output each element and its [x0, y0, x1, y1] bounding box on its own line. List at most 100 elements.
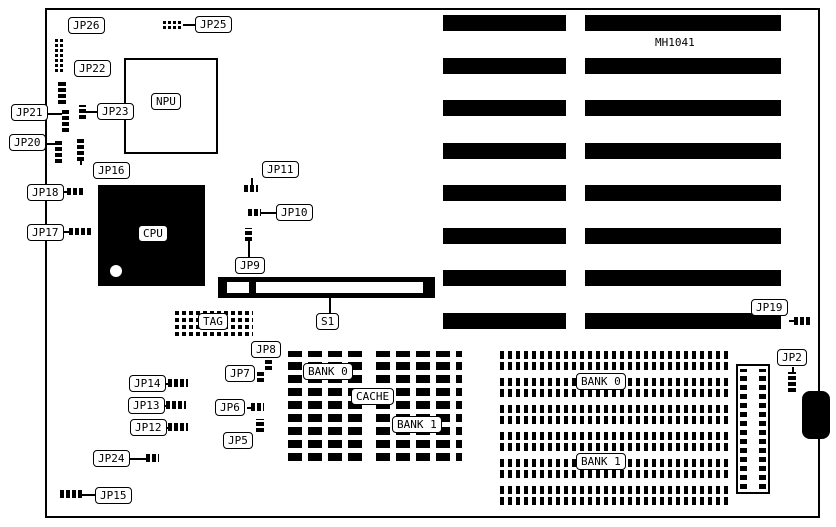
isa-slot-segment: [443, 313, 566, 329]
label-jp9: JP9: [235, 257, 265, 274]
isa-slot-segment: [443, 143, 566, 159]
dip-pin-column-right: [759, 369, 766, 489]
jumper-jp26: [55, 38, 65, 72]
label-jp18: JP18: [27, 184, 64, 201]
isa-slot-segment: [443, 58, 566, 74]
simm-socket: [500, 430, 730, 451]
isa-slot-segment: [585, 100, 781, 116]
leader-jp25: [183, 24, 195, 26]
isa-slot-segment: [585, 15, 781, 31]
label-jp21: JP21: [11, 104, 48, 121]
isa-slot-segment: [443, 228, 566, 244]
isa-slot-segment: [585, 185, 781, 201]
leader-jp10: [261, 212, 276, 214]
label-jp14: JP14: [129, 375, 166, 392]
leader-jp6: [247, 407, 253, 409]
label-jp2: JP2: [777, 349, 807, 366]
dip-pin-column-left: [740, 369, 747, 489]
leader-jp20: [43, 143, 55, 145]
label-jp16: JP16: [93, 162, 130, 179]
jumper-jp19: [794, 317, 810, 325]
jumper-jp5: [256, 419, 264, 432]
jumper-jp8: [265, 357, 272, 370]
isa-slot-segment: [443, 15, 566, 31]
label-jp25: JP25: [195, 16, 232, 33]
leader-jp2: [792, 367, 794, 373]
board-model-text: MH1041: [655, 36, 695, 49]
s1-key-notch: [227, 282, 249, 293]
isa-slot-segment: [443, 185, 566, 201]
cache-chip-group-right: [376, 351, 462, 461]
jumper-jp22: [58, 80, 66, 104]
label-jp7: JP7: [225, 365, 255, 382]
jumper-jp14: [168, 379, 188, 387]
leader-jp21: [45, 113, 62, 115]
leader-jp9: [248, 241, 250, 257]
isa-slot-segment: [585, 228, 781, 244]
label-jp11: JP11: [262, 161, 299, 178]
keyboard-connector: [802, 391, 830, 439]
simm-socket: [500, 484, 730, 505]
jumper-jp15: [60, 490, 82, 498]
jumper-jp12: [168, 423, 188, 431]
label-jp6: JP6: [215, 399, 245, 416]
label-jp23: JP23: [97, 103, 134, 120]
jumper-jp24: [146, 454, 159, 462]
s1-label: S1: [316, 313, 340, 330]
leader-jp11: [251, 178, 253, 186]
jumper-jp11: [244, 185, 258, 192]
leader-jp24: [128, 458, 146, 460]
dip-chip: [736, 364, 770, 494]
jumper-jp20: [55, 139, 62, 163]
label-jp13: JP13: [128, 397, 165, 414]
cache-bank0-label: BANK 0: [303, 363, 353, 380]
label-jp24: JP24: [93, 450, 130, 467]
leader-jp12: [165, 427, 170, 429]
isa-slot-segment: [585, 313, 781, 329]
label-jp8: JP8: [251, 341, 281, 358]
isa-slot-segment: [443, 100, 566, 116]
memory-bank1-label: BANK 1: [576, 453, 626, 470]
memory-bank0-label: BANK 0: [576, 373, 626, 390]
leader-jp16: [80, 160, 82, 165]
leader-jp19: [789, 320, 797, 322]
leader-jp15: [82, 494, 95, 496]
tag-label: TAG: [198, 313, 228, 330]
label-jp26: JP26: [68, 17, 105, 34]
jumper-jp18: [67, 188, 83, 195]
leader-jp13: [163, 405, 168, 407]
label-jp15: JP15: [95, 487, 132, 504]
leader-jp17: [60, 231, 69, 233]
label-jp12: JP12: [130, 419, 167, 436]
cpu-pin1-dot: [110, 265, 122, 277]
isa-slot-segment: [585, 270, 781, 286]
jumper-jp7: [257, 371, 264, 382]
cache-bank1-label: BANK 1: [392, 416, 442, 433]
label-jp20: JP20: [9, 134, 46, 151]
jumper-jp10: [248, 209, 261, 216]
label-jp5: JP5: [223, 432, 253, 449]
label-jp22: JP22: [74, 60, 111, 77]
jumper-jp6: [251, 403, 264, 411]
jumper-jp17: [69, 228, 91, 235]
isa-slot-segment: [443, 270, 566, 286]
leader-jp18: [60, 191, 67, 193]
s1-leader-line: [329, 297, 331, 314]
label-jp19: JP19: [751, 299, 788, 316]
isa-slot-segment: [585, 143, 781, 159]
simm-socket: [500, 403, 730, 424]
label-jp17: JP17: [27, 224, 64, 241]
leader-jp23: [86, 111, 98, 113]
jumper-jp25: [163, 19, 183, 29]
s1-connector: [218, 277, 435, 298]
jumper-jp23: [79, 105, 86, 119]
isa-slot-segment: [585, 58, 781, 74]
jumper-jp21: [62, 108, 69, 132]
s1-slot-opening: [256, 282, 423, 293]
npu-label: NPU: [151, 93, 181, 110]
jumper-jp13: [166, 401, 186, 409]
leader-jp14: [165, 383, 170, 385]
jumper-jp2: [788, 372, 796, 392]
label-jp10: JP10: [276, 204, 313, 221]
